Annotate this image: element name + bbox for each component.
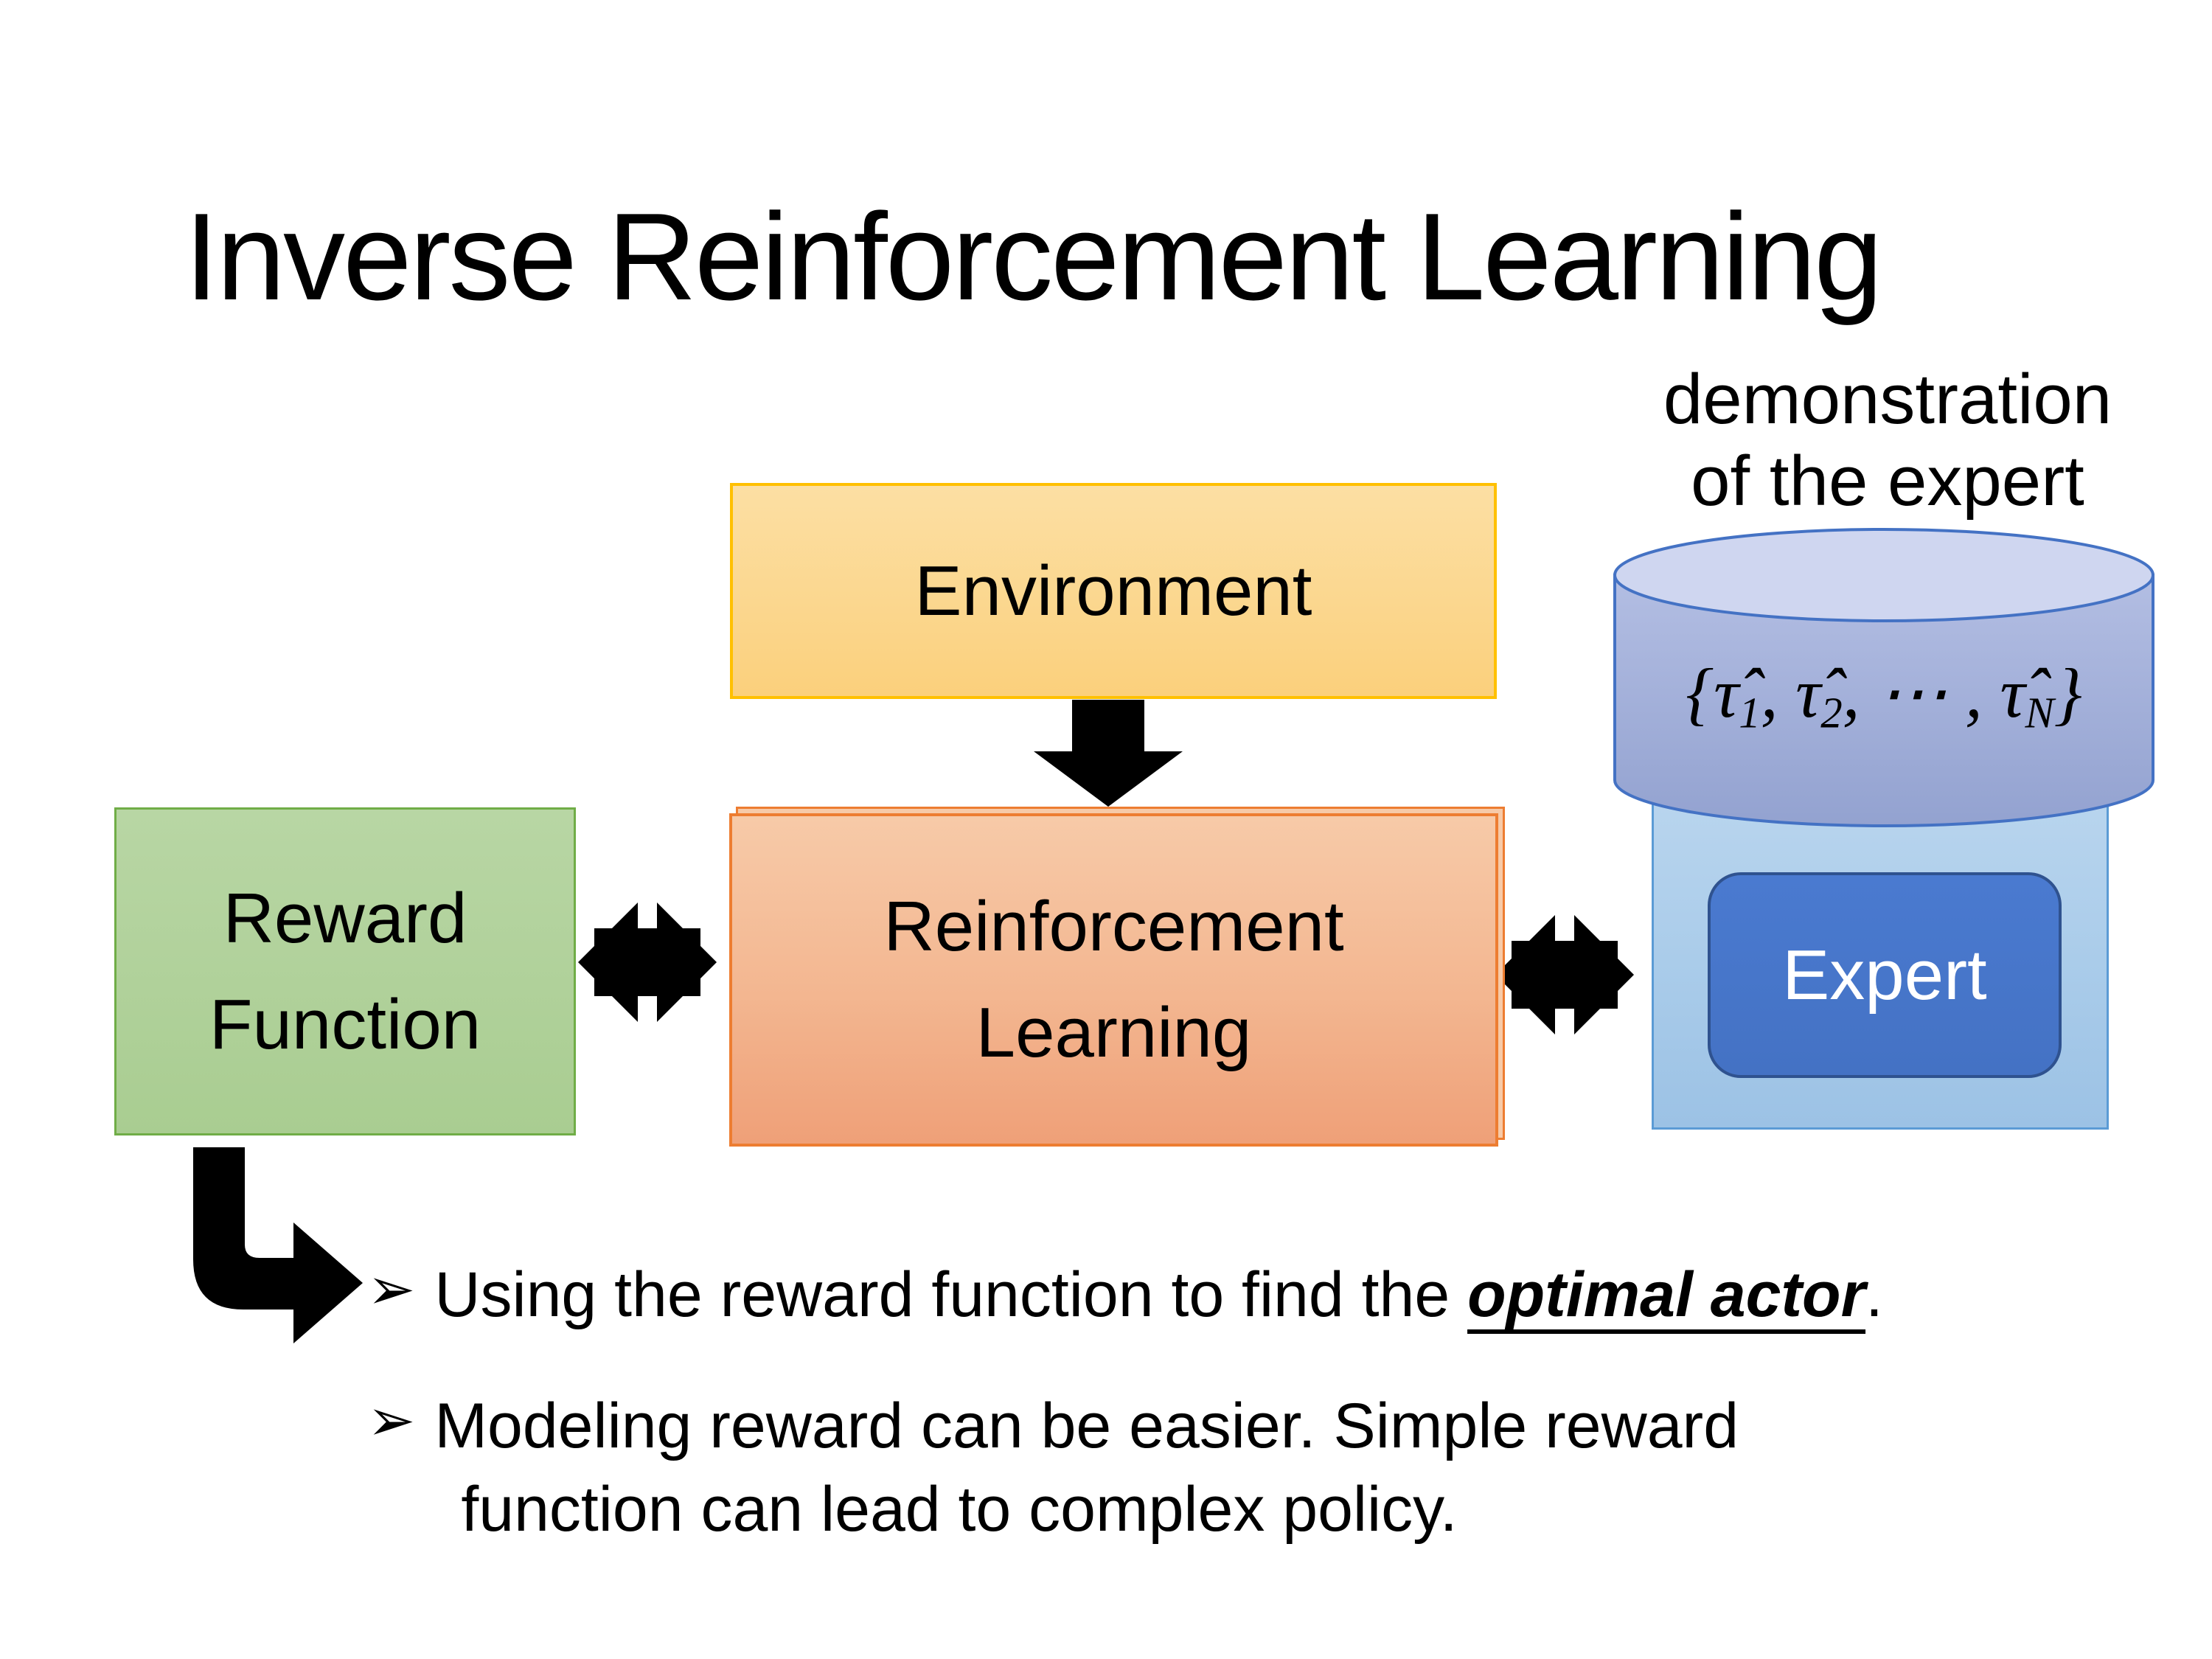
reinforcement-learning-label-line1: Reinforcement	[883, 887, 1344, 966]
bullet-item-2: ➢ Modeling reward can be easier. Simple …	[367, 1385, 1739, 1551]
bullet-1-text: Using the reward function to find the op…	[434, 1253, 1883, 1337]
double-collision-arrow-left-icon	[578, 888, 717, 1036]
reward-function-label-line2: Function	[209, 984, 481, 1064]
expert-box: Expert	[1708, 872, 2062, 1078]
formula-subscript: 1	[1739, 689, 1761, 737]
demonstration-label: demonstration of the expert	[1593, 358, 2183, 523]
formula-subscript: N	[2025, 689, 2054, 737]
environment-box: Environment	[730, 483, 1497, 699]
formula-part: , τ̂	[1760, 654, 1821, 732]
environment-label: Environment	[914, 551, 1312, 630]
reinforcement-learning-label-line2: Learning	[975, 993, 1252, 1072]
reinforcement-learning-box: Reinforcement Learning	[729, 813, 1498, 1147]
bullet-marker-icon: ➢	[367, 1388, 416, 1453]
bullet-2-line1: Modeling reward can be easier. Simple re…	[434, 1391, 1739, 1461]
bent-arrow-icon	[193, 1147, 363, 1343]
formula-subscript: 2	[1820, 689, 1843, 737]
expert-label: Expert	[1782, 935, 1987, 1015]
bullet-1-prefix: Using the reward function to find the	[434, 1259, 1468, 1330]
bullet-2-text: Modeling reward can be easier. Simple re…	[434, 1385, 1739, 1551]
bullet-1-suffix: .	[1865, 1259, 1883, 1330]
bullet-item-1: ➢ Using the reward function to find the …	[367, 1253, 1883, 1337]
bullet-marker-icon: ➢	[367, 1256, 416, 1321]
reward-function-box: Reward Function	[114, 807, 576, 1135]
down-arrow-icon	[1034, 700, 1183, 807]
page-title: Inverse Reinforcement Learning	[184, 187, 1883, 326]
formula-part: , ⋯ , τ̂	[1842, 654, 2025, 732]
trajectory-set-formula: {τ̂1, τ̂2, ⋯ , τ̂N}	[1596, 653, 2171, 739]
bullet-1-emphasis: optimal actor	[1467, 1259, 1866, 1330]
bullet-2-line2: function can lead to complex policy.	[461, 1473, 1458, 1545]
double-collision-arrow-right-icon	[1495, 901, 1634, 1048]
demonstration-label-line2: of the expert	[1691, 442, 2084, 521]
demonstration-label-line1: demonstration	[1663, 360, 2112, 439]
formula-part: {τ̂	[1686, 654, 1739, 732]
formula-part: }	[2053, 654, 2082, 732]
reward-function-label-line1: Reward	[223, 878, 467, 958]
database-cylinder-icon	[1613, 528, 2154, 827]
